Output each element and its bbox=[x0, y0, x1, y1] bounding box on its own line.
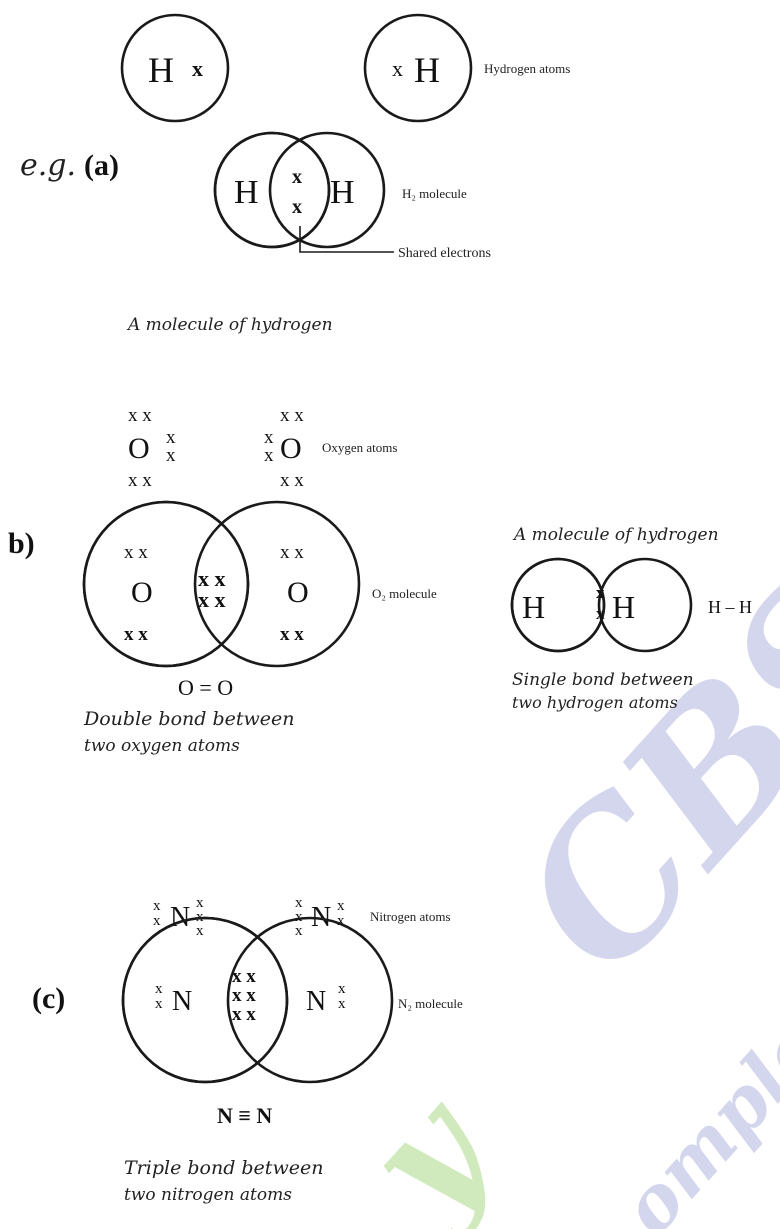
electrons-top: x x bbox=[128, 405, 152, 426]
atom-symbol: O bbox=[280, 432, 302, 465]
hydrogen-atoms-caption: Hydrogen atoms bbox=[484, 61, 570, 76]
svg-text:x: x bbox=[295, 909, 303, 925]
section-label-a: (a) bbox=[84, 149, 119, 182]
nitrogen-atoms-caption: Nitrogen atoms bbox=[370, 909, 451, 924]
atom-symbol-left: N bbox=[172, 986, 192, 1017]
atom-symbol-right: H bbox=[330, 174, 355, 211]
h2-molecule-caption: H₂ molecule bbox=[402, 186, 467, 201]
o2-molecule: x x O x x x x x x x x O x x bbox=[82, 500, 361, 668]
svg-text:x: x bbox=[155, 996, 163, 1012]
atom-symbol-right: H bbox=[612, 589, 635, 625]
hydrogen-atom-right: x H bbox=[363, 13, 473, 123]
oxygen-atom-right: x x x x O x x bbox=[264, 405, 304, 491]
electron: x bbox=[264, 427, 274, 448]
watermark-y: y bbox=[330, 1060, 527, 1229]
electrons: x x bbox=[280, 542, 304, 563]
section-label-c: (c) bbox=[32, 982, 65, 1015]
shared-electrons: x x bbox=[198, 566, 226, 591]
atom-symbol-left: H bbox=[522, 589, 545, 625]
o2-molecule-caption: O₂ molecule bbox=[372, 586, 437, 601]
atom-symbol: H bbox=[414, 50, 440, 90]
caption-triple-bond-line2: two nitrogen atoms bbox=[124, 1185, 292, 1205]
atom-symbol-right: O bbox=[287, 576, 309, 609]
caption-single-bond-line1: Single bond between bbox=[512, 670, 694, 690]
svg-text:x: x bbox=[196, 923, 204, 939]
svg-text:x: x bbox=[338, 996, 346, 1012]
n2-molecule-caption: N₂ molecule bbox=[398, 996, 463, 1011]
shared-electrons: x x bbox=[232, 1004, 256, 1025]
caption-hydrogen-molecule: A molecule of hydrogen bbox=[126, 315, 333, 335]
electron: x bbox=[392, 56, 403, 81]
nitrogen-atom-right: x x x N x x bbox=[295, 895, 345, 939]
svg-text:x: x bbox=[196, 895, 204, 911]
oxygen-atoms-caption: Oxygen atoms bbox=[322, 440, 397, 455]
svg-text:x: x bbox=[153, 898, 161, 914]
caption-single-bond-line2: two hydrogen atoms bbox=[512, 693, 678, 712]
shared-electrons: x x bbox=[198, 587, 226, 612]
shared-electron: x bbox=[596, 604, 605, 623]
o2-structural-formula: O = O bbox=[178, 675, 233, 700]
svg-text:x: x bbox=[153, 913, 161, 929]
shared-electrons: x x bbox=[232, 966, 256, 987]
svg-text:x: x bbox=[337, 913, 345, 929]
shared-electrons: x x bbox=[232, 985, 256, 1006]
svg-text:x: x bbox=[337, 898, 345, 914]
svg-text:x: x bbox=[155, 981, 163, 997]
svg-text:x: x bbox=[338, 981, 346, 997]
electrons: x x bbox=[124, 542, 148, 563]
atom-symbol: O bbox=[128, 432, 150, 465]
section-b: x x O x x x x x x x x O x x Oxygen atoms… bbox=[8, 405, 752, 756]
svg-text:x: x bbox=[295, 923, 303, 939]
electron: x bbox=[264, 445, 274, 466]
h2-molecule: H H x x bbox=[213, 131, 386, 249]
electron: x bbox=[166, 427, 176, 448]
shared-electrons-caption: Shared electrons bbox=[398, 246, 491, 261]
hydrogen-atom-left: H x bbox=[120, 13, 230, 123]
section-label-b: b) bbox=[8, 527, 35, 560]
electrons: x x bbox=[124, 624, 148, 645]
shared-electron: x bbox=[596, 583, 605, 602]
caption-double-bond-line2: two oxygen atoms bbox=[84, 736, 240, 756]
atom-symbol-left: O bbox=[131, 576, 153, 609]
h2-molecule-small: H H x x bbox=[510, 557, 693, 653]
shared-electron: x bbox=[292, 166, 302, 188]
atom-symbol-right: N bbox=[306, 986, 326, 1017]
electron: x bbox=[166, 445, 176, 466]
atom-symbol: H bbox=[148, 50, 174, 90]
svg-text:x: x bbox=[295, 895, 303, 911]
section-a: H x x H Hydrogen atoms e.g. (a) H H x x … bbox=[20, 13, 570, 335]
shared-electrons-pointer bbox=[299, 226, 394, 253]
electrons: x x bbox=[280, 624, 304, 645]
shared-electron: x bbox=[292, 196, 302, 218]
caption-triple-bond-line1: Triple bond between bbox=[124, 1157, 323, 1179]
watermark-cbse: CBSE bbox=[477, 422, 780, 1014]
oxygen-atom-left: x x O x x x x bbox=[128, 405, 176, 491]
caption-double-bond-line1: Double bond between bbox=[83, 708, 295, 730]
h2-title: A molecule of hydrogen bbox=[512, 525, 719, 545]
h2-structural-formula: H – H bbox=[708, 597, 752, 617]
electrons-bottom: x x bbox=[280, 470, 304, 491]
electrons-bottom: x x bbox=[128, 470, 152, 491]
n2-molecule: x x N x x x x x x N x x bbox=[121, 916, 394, 1084]
electron: x bbox=[192, 56, 203, 81]
eg-prefix: e.g. bbox=[20, 148, 76, 183]
atom-symbol: N bbox=[170, 902, 190, 933]
electrons-top: x x bbox=[280, 405, 304, 426]
section-c: x x N x x x x x x N x x Nitrogen atoms (… bbox=[32, 895, 463, 1205]
atom-symbol-left: H bbox=[234, 174, 259, 211]
n2-structural-formula: N ≡ N bbox=[217, 1103, 272, 1128]
